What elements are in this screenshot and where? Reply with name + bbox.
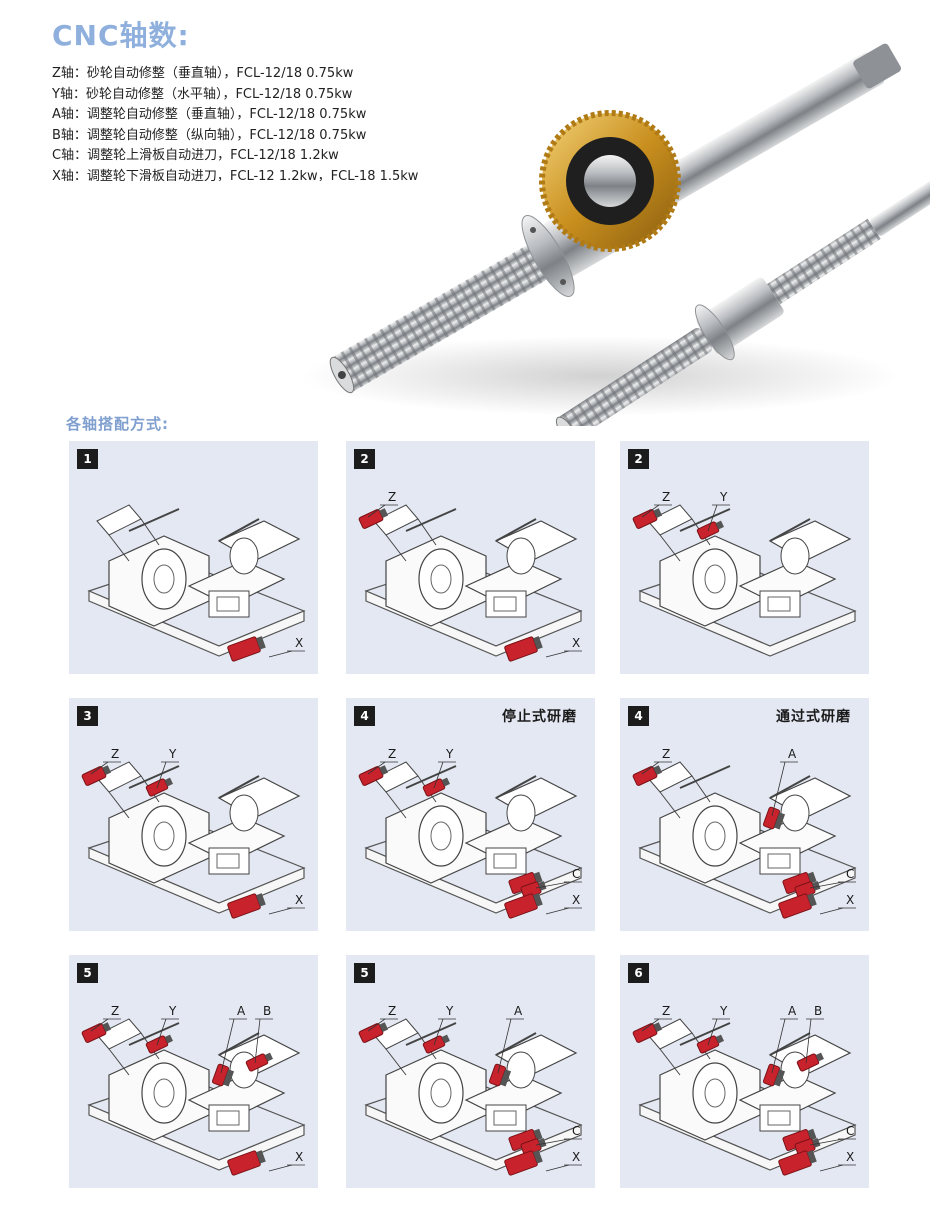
axis-label-z: Z <box>111 1004 119 1018</box>
axis-label-x: X <box>572 636 580 650</box>
axis-label-x: X <box>572 893 580 907</box>
spec-line-a: A轴：调整轮自动修整（垂直轴），FCL-12/18 0.75kw <box>52 107 367 123</box>
axis-label-z: Z <box>388 1004 396 1018</box>
axis-label-c: C <box>572 1124 580 1138</box>
grinder-drawing: ZX <box>358 490 583 662</box>
axis-label-y: Y <box>168 747 177 761</box>
axis-label-x: X <box>295 1150 303 1164</box>
axis-panel: Z Y X 3 <box>69 698 318 931</box>
panel-title: 通过式研磨 <box>776 709 851 725</box>
axis-label-z: Z <box>662 490 670 504</box>
axis-label-y: Y <box>445 747 454 761</box>
axis-label-a: A <box>788 1004 797 1018</box>
axis-label-b: B <box>263 1004 271 1018</box>
grinder-drawing: Z Y A CX <box>358 1004 583 1176</box>
axis-label-z: Z <box>662 1004 670 1018</box>
axis-label-c: C <box>846 867 854 881</box>
grinder-drawing: Z Y A B X <box>81 1004 306 1176</box>
panel-number-badge: 5 <box>77 963 98 983</box>
axis-label-x: X <box>846 1150 854 1164</box>
spec-line-x: X轴：调整轮下滑板自动进刀，FCL-12 1.2kw，FCL-18 1.5kw <box>52 168 419 181</box>
axis-panel: Z Y A B X 5 <box>69 955 318 1188</box>
axis-label-y: Y <box>719 1004 728 1018</box>
spec-line-y: Y轴：砂轮自动修整（水平轴），FCL-12/18 0.75kw <box>52 86 353 102</box>
axis-label-c: C <box>846 1124 854 1138</box>
axis-label-a: A <box>237 1004 246 1018</box>
axis-label-b: B <box>814 1004 822 1018</box>
axis-label-x: X <box>295 636 303 650</box>
panel-number-badge: 1 <box>77 449 98 469</box>
panel-number-badge: 4 <box>354 706 375 726</box>
axis-label-z: Z <box>662 747 670 761</box>
spec-line-b: B轴：调整轮自动修整（纵向轴），FCL-12/18 0.75kw <box>52 127 367 143</box>
grinder-drawing: X <box>87 504 306 662</box>
axis-label-z: Z <box>111 747 119 761</box>
panel-number-badge: 6 <box>628 963 649 983</box>
axis-label-y: Y <box>168 1004 177 1018</box>
axis-label-y: Y <box>719 490 728 504</box>
spec-line-z: Z轴：砂轮自动修整（垂直轴），FCL-12/18 0.75kw <box>52 66 354 81</box>
axis-label-z: Z <box>388 490 396 504</box>
axis-label-x: X <box>846 893 854 907</box>
grinder-drawing: Z Y CX <box>358 747 583 919</box>
grinder-drawing: Z A CX <box>632 747 857 919</box>
axis-label-y: Y <box>445 1004 454 1018</box>
ball-screw-image <box>300 43 930 426</box>
grinder-drawing: Z Y X <box>81 747 306 919</box>
panel-number-badge: 2 <box>354 449 375 469</box>
axis-label-a: A <box>788 747 797 761</box>
axis-label-a: A <box>514 1004 523 1018</box>
axis-label-z: Z <box>388 747 396 761</box>
panel-number-badge: 5 <box>354 963 375 983</box>
axis-spec-list: Z轴：砂轮自动修整（垂直轴），FCL-12/18 0.75kw Y轴：砂轮自动修… <box>52 64 418 181</box>
grinder-drawing: Z Y A B CX <box>632 1004 857 1176</box>
page-title: CNC轴数: <box>52 19 190 52</box>
panel-title: 停止式研磨 <box>502 709 577 725</box>
section-subtitle: 各轴搭配方式: <box>66 415 169 433</box>
axis-label-x: X <box>295 893 303 907</box>
panel-number-badge: 4 <box>628 706 649 726</box>
spec-line-c: C轴：调整轮上滑板自动进刀，FCL-12/18 1.2kw <box>52 148 339 164</box>
axis-label-c: C <box>572 867 580 881</box>
panel-number-badge: 2 <box>628 449 649 469</box>
axis-label-x: X <box>572 1150 580 1164</box>
panel-number-badge: 3 <box>77 706 98 726</box>
